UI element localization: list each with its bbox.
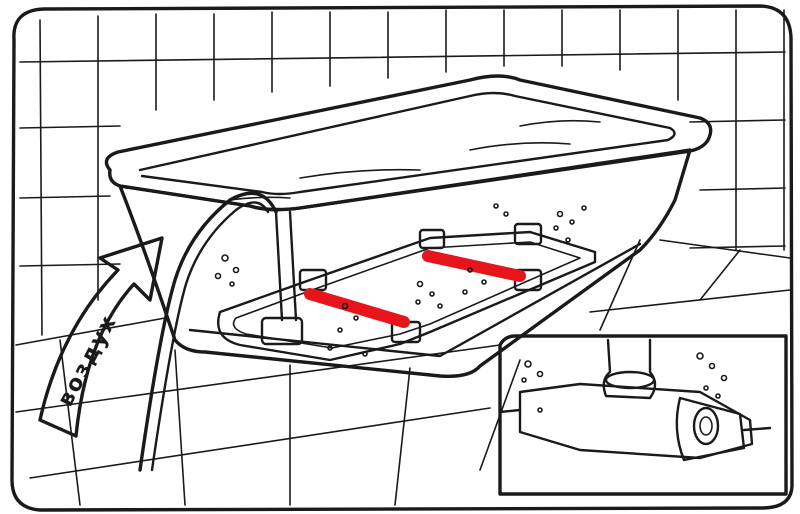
highlighted-pipe-segment (304, 288, 410, 328)
highlighted-pipe-segment (422, 250, 526, 282)
pipe-coupling (513, 222, 543, 246)
air-bubbles (214, 203, 587, 357)
tee-connector-detail (498, 334, 788, 496)
pipe-coupling (418, 228, 446, 250)
tile-floor (15, 239, 791, 506)
picture-frame (10, 4, 794, 512)
air-hose (138, 191, 278, 472)
air-label: воздух (53, 311, 122, 411)
tile-wall (19, 9, 786, 336)
perforated-pipe-frame (217, 210, 597, 362)
